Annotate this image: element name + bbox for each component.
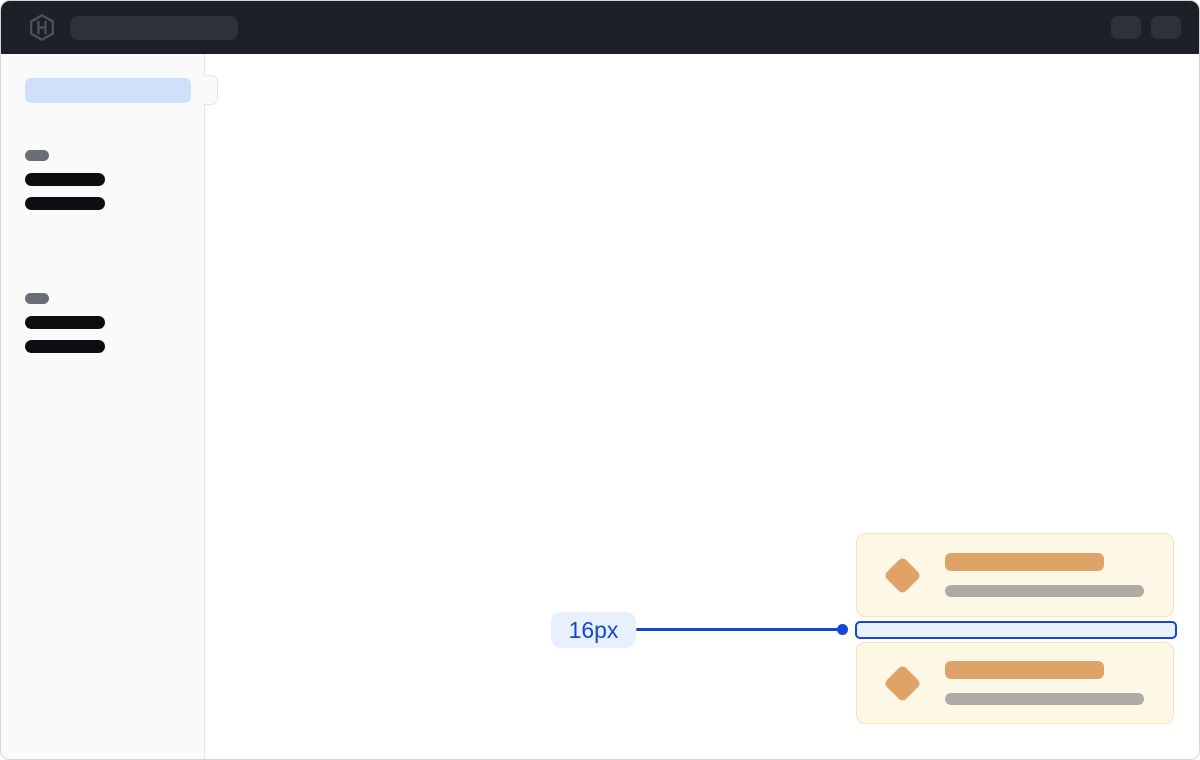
card-title-skeleton [945, 661, 1104, 679]
card-title-skeleton [945, 553, 1104, 571]
card [856, 533, 1174, 617]
sidebar-group [25, 293, 105, 364]
diamond-icon [883, 663, 922, 703]
card [856, 642, 1174, 724]
diamond-icon [883, 555, 922, 595]
app-body: 16px [1, 54, 1199, 759]
hashicorp-logo-icon[interactable] [29, 14, 55, 41]
sidebar-active-item-skeleton[interactable] [25, 78, 191, 103]
sidebar-group [25, 150, 105, 221]
card-subtitle-skeleton [945, 693, 1144, 705]
sidebar-link-skeleton[interactable] [25, 316, 105, 329]
sidebar-link-skeleton[interactable] [25, 197, 105, 210]
spacing-label-badge: 16px [551, 612, 636, 648]
spacing-label: 16px [568, 616, 619, 643]
spacing-gap-highlight [855, 621, 1177, 639]
sidebar-collapse-toggle[interactable] [204, 75, 218, 105]
annotation-connector-dot [837, 624, 848, 635]
main-content: 16px [205, 54, 1199, 759]
topbar-nav-skeleton [70, 15, 238, 40]
card-text-skeleton [945, 661, 1144, 705]
topbar-action-button-2[interactable] [1151, 16, 1181, 39]
annotation-connector-line [636, 628, 842, 631]
sidebar-link-skeleton[interactable] [25, 340, 105, 353]
sidebar-section-label-skeleton [25, 293, 49, 304]
sidebar-link-skeleton[interactable] [25, 173, 105, 186]
topbar-actions [1111, 16, 1181, 39]
sidebar [1, 54, 218, 759]
topbar-action-button-1[interactable] [1111, 16, 1141, 39]
topbar [1, 1, 1199, 54]
card-text-skeleton [945, 553, 1144, 597]
card-subtitle-skeleton [945, 585, 1144, 597]
sidebar-section-label-skeleton [25, 150, 49, 161]
